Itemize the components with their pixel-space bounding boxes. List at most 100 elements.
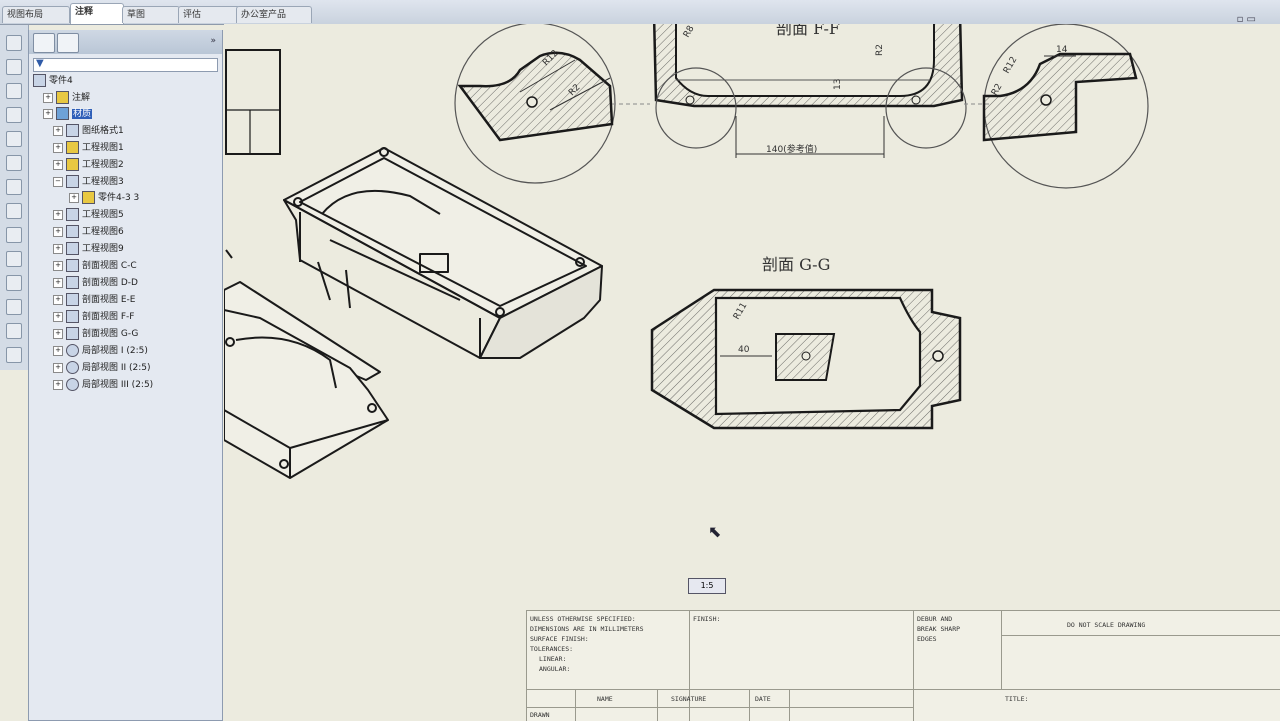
tree-item-detail-1[interactable]: +局部视图 I (2:5) [53,344,148,358]
detail-view-right[interactable] [982,24,1149,189]
toolbar-button-icon[interactable] [6,59,22,75]
detail-view-icon [66,361,79,374]
tree-item-view2[interactable]: +工程视图2 [53,158,124,172]
expand-icon[interactable]: + [53,311,63,322]
tree-item-view5[interactable]: +工程视图5 [53,208,124,222]
drawing-icon [33,74,46,87]
toolbar-button-icon[interactable] [6,131,22,147]
tb-surface: SURFACE FINISH: [530,635,589,643]
tree-item-section-ee[interactable]: +剖面视图 E-E [53,293,135,307]
command-manager-tabs: 视图布局 注释 草图 评估 办公室产品 ▫ ▭ [0,0,1280,25]
tree-item-annotations[interactable]: +注解 [43,91,90,105]
tree-item-material[interactable]: +材质 [43,107,93,121]
expand-icon[interactable]: + [69,192,79,203]
partial-view[interactable] [225,49,281,155]
tab-view-layout[interactable]: 视图布局 [2,6,70,23]
tb-edges: EDGES [917,635,937,643]
tb-angular: ANGULAR: [539,665,571,673]
tree-item-view3[interactable]: −工程视图3 [53,175,124,189]
tab-office-products[interactable]: 办公室产品 [236,6,312,23]
toolbar-button-icon[interactable] [6,323,22,339]
toolbar-button-icon[interactable] [6,275,22,291]
panel-collapse-icon[interactable]: » [210,36,216,46]
section-ff-view[interactable] [612,24,990,158]
tree-item-section-cc[interactable]: +剖面视图 C-C [53,259,137,273]
tb-signature: SIGNATURE [671,695,707,703]
expand-icon[interactable]: + [53,125,63,136]
tree-root[interactable]: 零件4 [33,74,73,88]
detail-view-icon [66,378,79,391]
tb-unless: UNLESS OTHERWISE SPECIFIED: [530,615,636,623]
dim-ff-bottom[interactable]: 140(参考值) [766,143,817,155]
dim-ff-13[interactable]: 13 [833,79,843,90]
drawing-view-icon [66,225,79,238]
detail-view-left[interactable] [454,24,616,184]
tree-item-detail-3[interactable]: +局部视图 III (2:5) [53,378,153,392]
tree-item-section-dd[interactable]: +剖面视图 D-D [53,276,138,290]
filter-icon: ▼ [36,58,44,69]
expand-icon[interactable]: + [43,108,53,119]
property-manager-tab-icon[interactable] [57,33,79,53]
tb-drawn: DRAWN [530,711,550,719]
feature-tree-tab-icon[interactable] [33,33,55,53]
expand-icon[interactable]: + [43,92,53,103]
tb-break: BREAK SHARP [917,625,961,633]
expand-icon[interactable]: + [53,362,63,373]
window-controls[interactable]: ▫ ▭ [1236,14,1256,25]
toolbar-button-icon[interactable] [6,251,22,267]
expand-icon[interactable]: + [53,260,63,271]
drawing-view-icon [66,141,79,154]
expand-icon[interactable]: + [53,345,63,356]
toolbar-button-icon[interactable] [6,347,22,363]
tree-item-part[interactable]: +零件4-3 3 [69,191,139,205]
section-gg-label[interactable]: 剖面 G-G [762,255,830,274]
expand-icon[interactable]: + [53,159,63,170]
dim-detail-right-14[interactable]: 14 [1056,45,1068,55]
isometric-view[interactable] [283,147,603,359]
expand-icon[interactable]: + [53,226,63,237]
expand-icon[interactable]: + [53,277,63,288]
drawing-sheet[interactable]: R12 R2 剖面 F-F 140(参考值) R8 R2 13 14 R12 R… [224,24,1280,720]
tree-item-view1[interactable]: +工程视图1 [53,141,124,155]
toolbar-button-icon[interactable] [6,179,22,195]
tree-item-section-ff[interactable]: +剖面视图 F-F [53,310,134,324]
toolbar-button-icon[interactable] [6,299,22,315]
feature-manager-panel: » ▼ 零件4 +注解 +材质 +图纸格式1 +工程视图1 +工程视图2 −工程… [28,30,223,721]
tb-finish: FINISH: [693,615,721,623]
scale-tooltip: 1:5 [688,578,726,594]
section-ff-label[interactable]: 剖面 F-F [776,24,840,38]
expand-icon[interactable]: + [53,294,63,305]
isometric-view-2[interactable] [224,249,389,479]
toolbar-button-icon[interactable] [6,227,22,243]
toolbar-button-icon[interactable] [6,35,22,51]
tb-dimensions: DIMENSIONS ARE IN MILLIMETERS [530,625,644,633]
tree-item-sheet-format[interactable]: +图纸格式1 [53,124,124,138]
section-view-icon [66,293,79,306]
drawing-view-icon [66,208,79,221]
expand-icon[interactable]: − [53,176,63,187]
tree-filter-input[interactable]: ▼ [33,58,218,72]
toolbar-button-icon[interactable] [6,83,22,99]
dim-ff-r2[interactable]: R2 [875,44,885,56]
tree-item-view6[interactable]: +工程视图6 [53,225,124,239]
mouse-cursor-icon: ⬉ [708,522,722,541]
tab-sketch[interactable]: 草图 [122,6,180,23]
tree-item-section-gg[interactable]: +剖面视图 G-G [53,327,138,341]
section-gg-view[interactable] [650,288,962,430]
tab-annotation[interactable]: 注释 [70,3,124,24]
expand-icon[interactable]: + [53,328,63,339]
toolbar-button-icon[interactable] [6,155,22,171]
expand-icon[interactable]: + [53,209,63,220]
expand-icon[interactable]: + [53,243,63,254]
dim-gg-40[interactable]: 40 [738,345,750,355]
toolbar-button-icon[interactable] [6,203,22,219]
tree-item-detail-2[interactable]: +局部视图 II (2:5) [53,361,151,375]
toolbar-button-icon[interactable] [6,107,22,123]
drawing-view-icon [66,175,79,188]
tb-title: TITLE: [1005,695,1029,703]
tab-evaluate[interactable]: 评估 [178,6,240,23]
expand-icon[interactable]: + [53,142,63,153]
tree-item-view9[interactable]: +工程视图9 [53,242,124,256]
section-view-icon [66,327,79,340]
expand-icon[interactable]: + [53,379,63,390]
